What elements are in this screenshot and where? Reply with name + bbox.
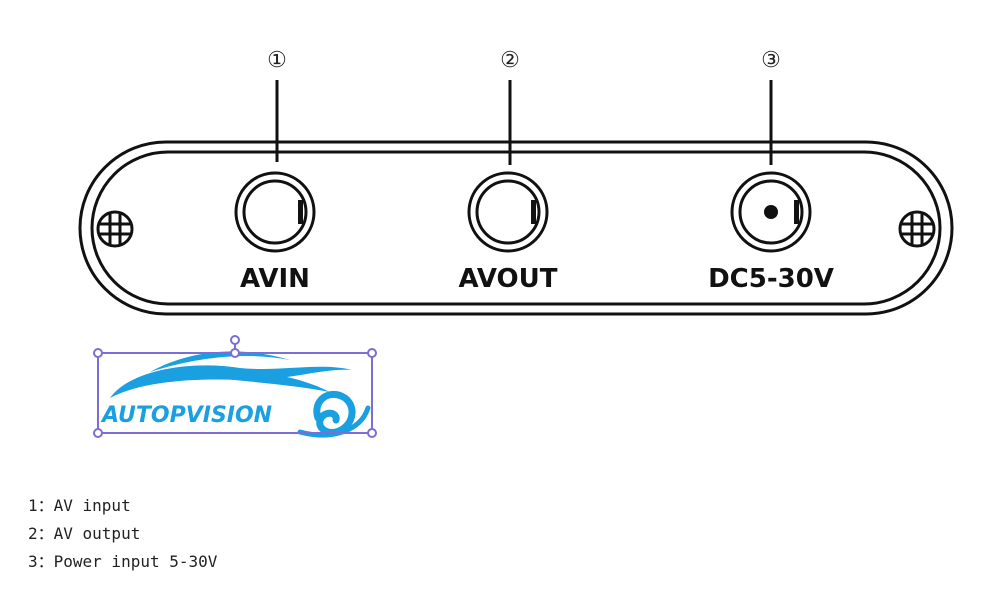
callout-2: ② [500, 48, 520, 73]
right-screw-icon [898, 210, 936, 248]
autopvision-logo[interactable]: AUTOPVISION [93, 335, 377, 438]
legend-item-2: 2：AV output [28, 524, 141, 543]
avin-port-icon [234, 171, 316, 253]
callout-1: ① [267, 48, 287, 73]
rotate-handle[interactable] [230, 335, 240, 345]
legend: 1：AV input 2：AV output 3：Power input 5-3… [28, 492, 217, 576]
dc-power-port-icon [730, 171, 812, 253]
legend-item-1: 1：AV input [28, 496, 131, 515]
legend-item-3: 3：Power input 5-30V [28, 552, 218, 571]
avin-label: AVIN [240, 264, 310, 294]
avout-label: AVOUT [459, 264, 558, 294]
panel-outer-outline [78, 140, 954, 316]
resize-handle-bottom-right[interactable] [367, 428, 377, 438]
selection-box[interactable] [93, 335, 377, 438]
resize-handle-top-left[interactable] [93, 348, 103, 358]
dc-power-label: DC5-30V [708, 264, 834, 294]
left-screw-icon [96, 210, 134, 248]
resize-handle-bottom-left[interactable] [93, 428, 103, 438]
logo-text: AUTOPVISION [100, 403, 272, 428]
avout-port-icon [467, 171, 549, 253]
panel-inner-outline [90, 150, 942, 306]
resize-handle-top[interactable] [230, 348, 240, 358]
callout-3: ③ [761, 48, 781, 73]
resize-handle-top-right[interactable] [367, 348, 377, 358]
